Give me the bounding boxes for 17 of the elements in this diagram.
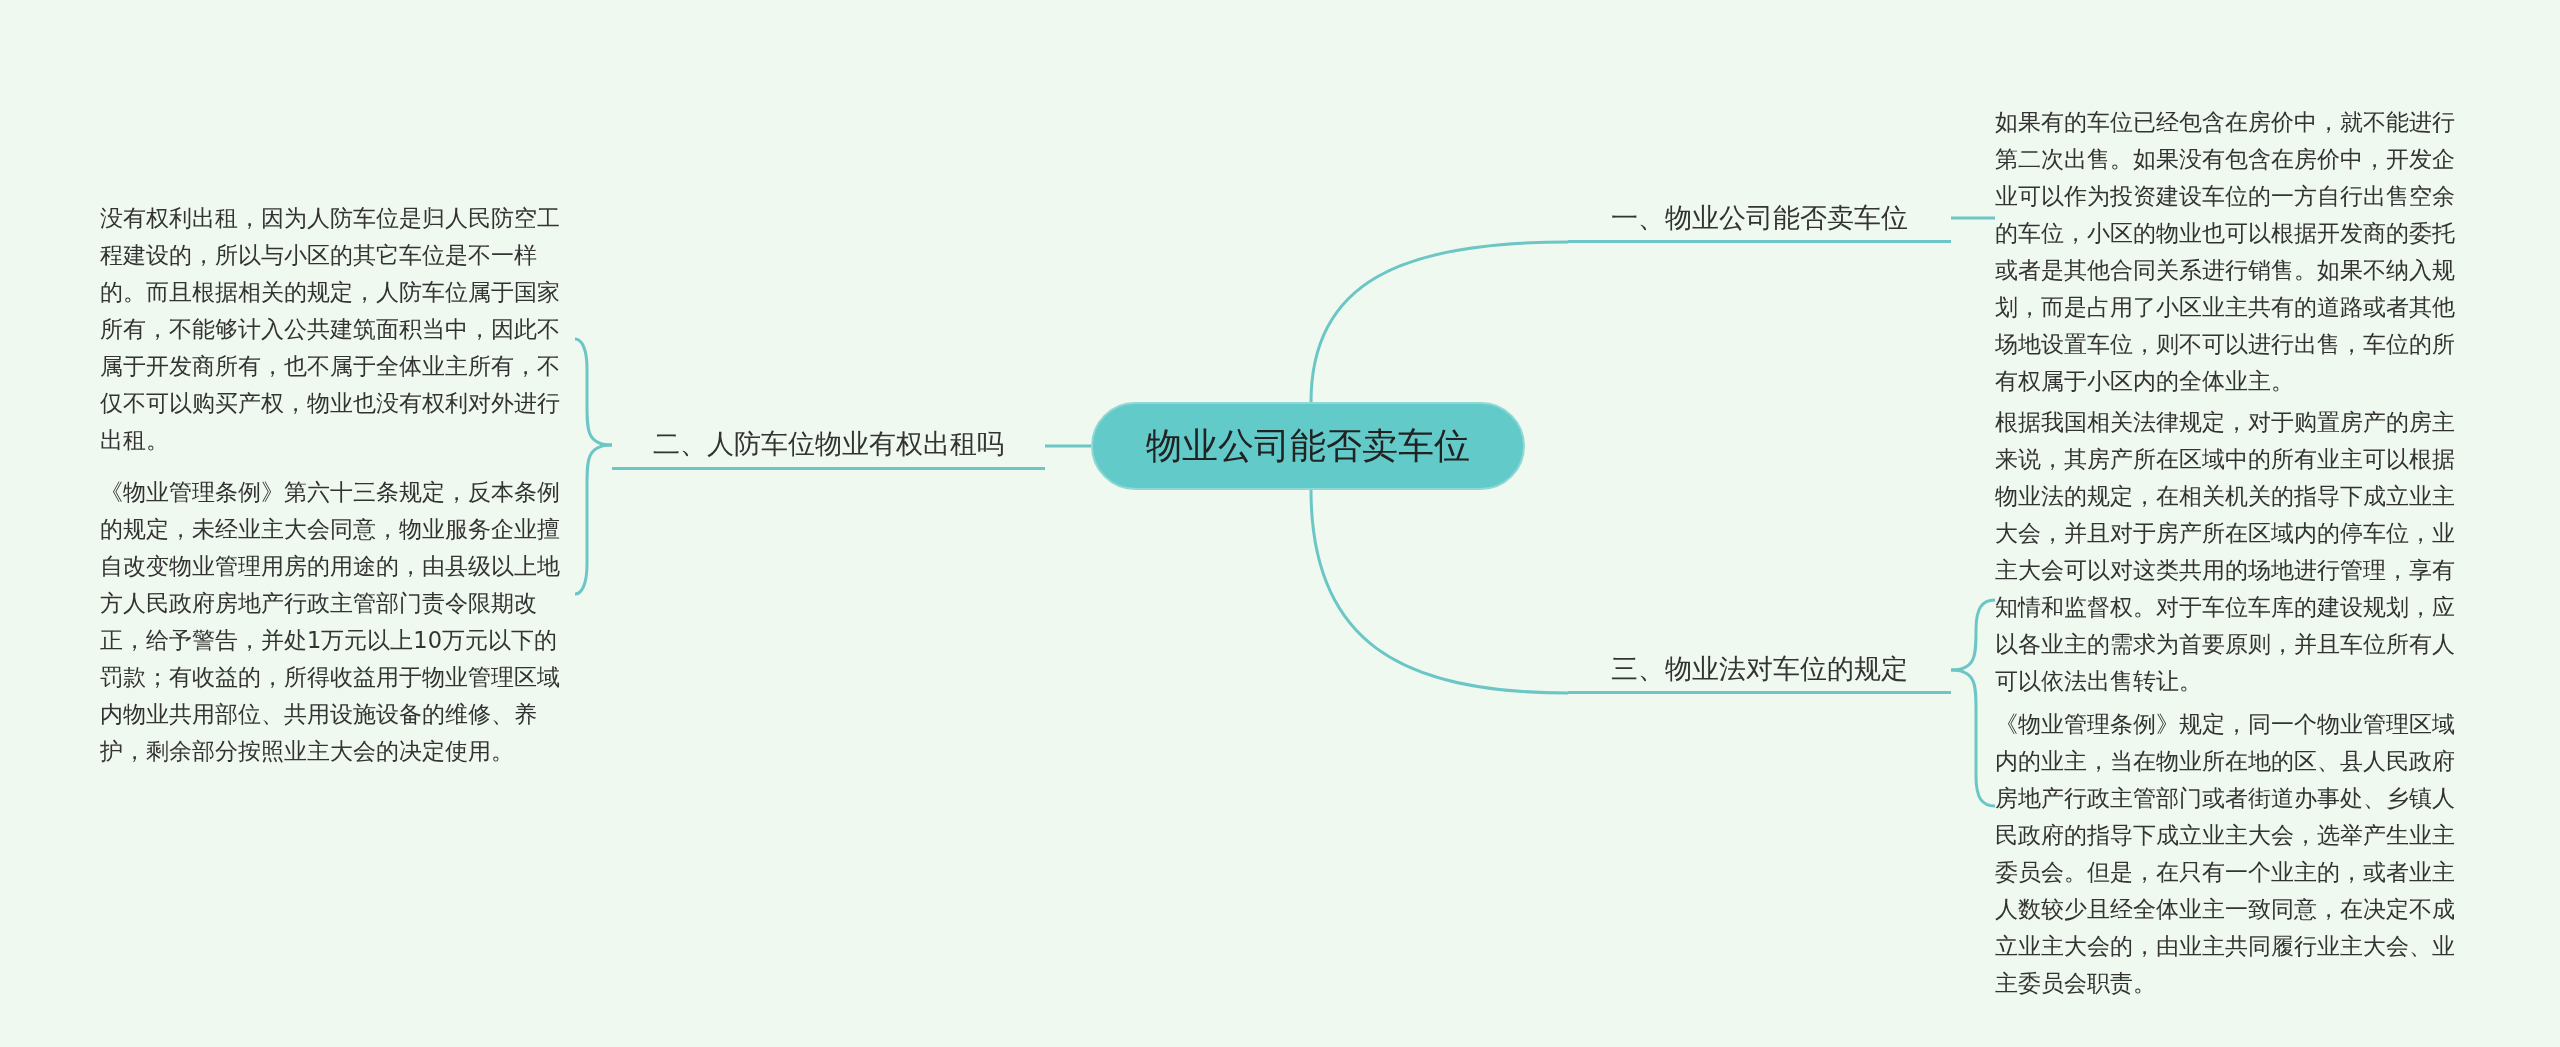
connector-line <box>574 337 613 447</box>
detail-text: 根据我国相关法律规定，对于购置房产的房主来说，其房产所在区域中的所有业主可以根据物业法的规定，在相关机关的指导下成立业主大会，并且对于房产所在区域内的停车位，业主大会可以对这类共用的场地进行管理，享有知情和监督权。对于车位车库的建设规划，应以各业主的需求为首要原则，并且车位所有人可以依法出售转让。 <box>1995 404 2457 700</box>
connector-line <box>1309 240 1569 403</box>
detail-text: 没有权利出租，因为人防车位是归人民防空工程建设的，所以与小区的其它车位是不一样的。而且根据相关的规定，人防车位属于国家所有，不能够计入公共建筑面积当中，因此不属于开发商所有，也不属于全体业主所有，不仅不可以购买产权，物业也没有权利对外进行出租。 <box>100 200 575 459</box>
central-topic: 物业公司能否卖车位 <box>1091 402 1525 490</box>
branch-topic: 一、物业公司能否卖车位 <box>1568 195 1951 243</box>
detail-text: 《物业管理条例》规定，同一个物业管理区域内的业主，当在物业所在地的区、县人民政府房地产行政主管部门或者街道办事处、乡镇人民政府的指导下成立业主大会，选举产生业主委员会。但是，在只有一个业主的，或者业主人数较少且经全体业主一致同意，在决定不成立业主大会的，由业主共同履行业主大会、业主委员会职责。 <box>1995 706 2457 1002</box>
connector-line <box>1950 668 1996 808</box>
connector-line <box>1950 598 1996 672</box>
detail-text: 如果有的车位已经包含在房价中，就不能进行第二次出售。如果没有包含在房价中，开发企业可以作为投资建设车位的一方自行出售空余的车位，小区的物业也可以根据开发商的委托或者是其他合同关系进行销售。如果不纳入规划，而是占用了小区业主共有的道路或者其他场地设置车位，则不可以进行出售，车位的所有权属于小区内的全体业主。 <box>1995 104 2457 400</box>
branch-topic: 二、人防车位物业有权出租吗 <box>612 420 1045 470</box>
branch-topic: 三、物业法对车位的规定 <box>1568 646 1951 694</box>
connector-line <box>1045 444 1091 448</box>
connector-line <box>1951 216 1995 220</box>
detail-text: 《物业管理条例》第六十三条规定，反本条例的规定，未经业主大会同意，物业服务企业擅自改变物业管理用房的用途的，由县级以上地方人民政府房地产行政主管部门责令限期改正，给予警告，并处1万元以上10万元以下的罚款；有收益的，所得收益用于物业管理区域内物业共用部位、共用设施设备的维修、养护，剩余部分按照业主大会的决定使用。 <box>100 474 575 770</box>
connector-line <box>574 443 613 596</box>
connector-line <box>1309 489 1569 695</box>
